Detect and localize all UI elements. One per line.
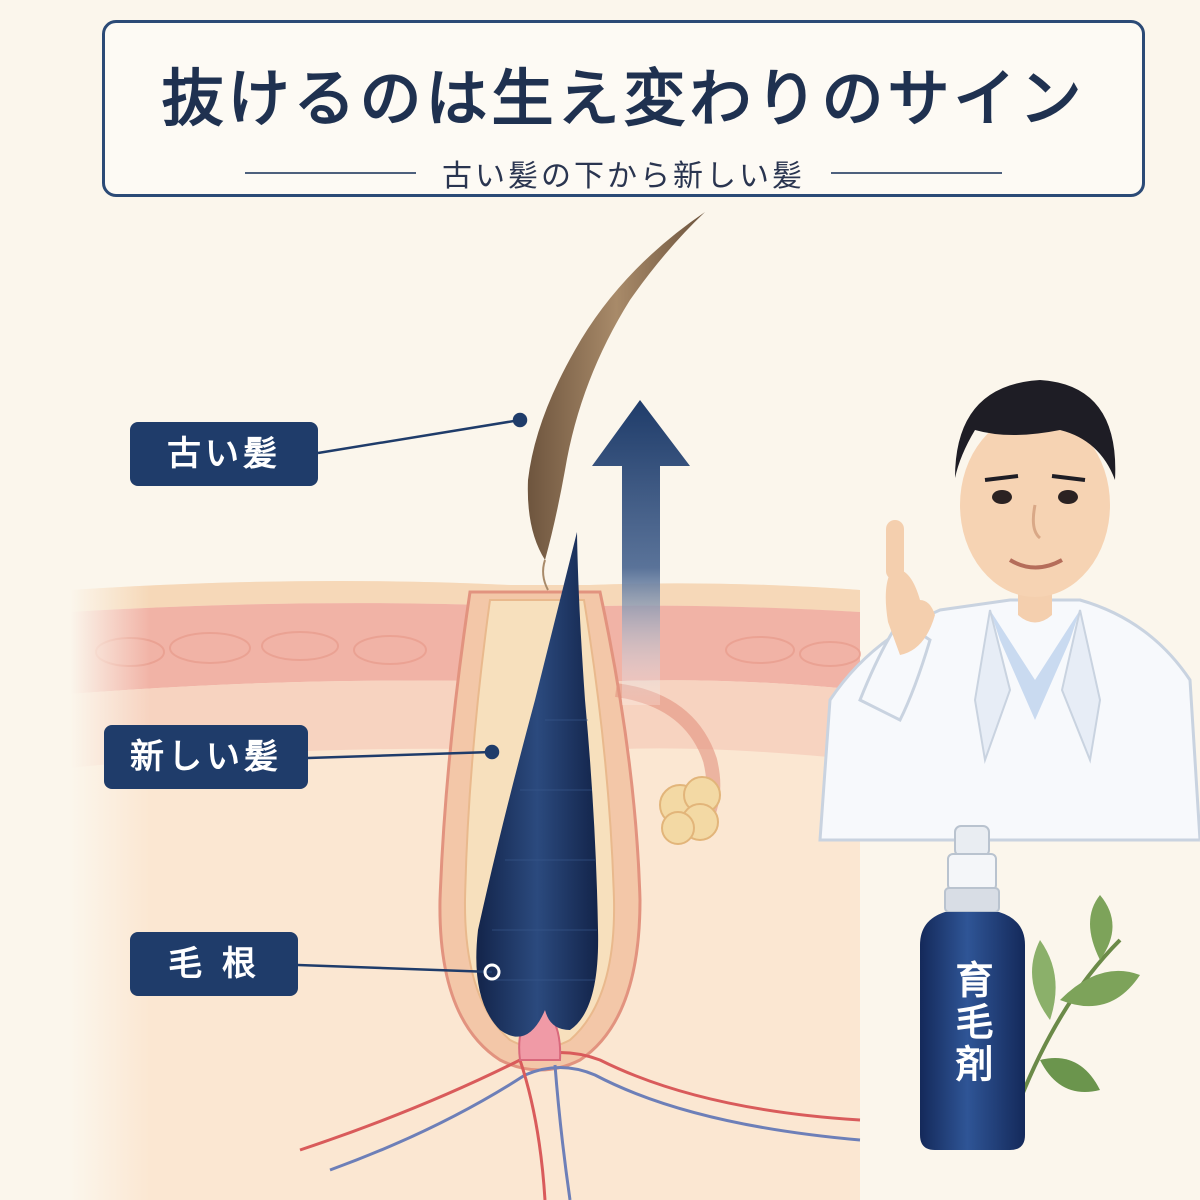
label-old-hair: 古い髪 [130,422,318,486]
subtitle-row: 古い髪の下から新しい髪 [245,151,1002,195]
old-hair [527,212,705,591]
product-label: 育毛剤 [949,960,993,1086]
blood-vessels [299,1051,861,1200]
doctor-figure [818,380,1200,842]
subtitle-divider-right [831,172,1002,174]
leader-lines [297,412,528,981]
subtitle-divider-left [245,172,416,174]
new-hair [476,532,599,1037]
leaf-icon [1018,895,1140,1101]
title-panel: 抜けるのは生え変わりのサイン 古い髪の下から新しい髪 [102,20,1145,197]
subtitle: 古い髪の下から新しい髪 [442,159,805,194]
up-arrow-icon [592,400,690,705]
label-hair-root: 毛 根 [130,932,298,996]
hair-tonic-bottle [920,825,1025,1150]
page-title: 抜けるのは生え変わりのサイン [161,62,1086,135]
label-new-hair: 新しい髪 [104,725,308,789]
